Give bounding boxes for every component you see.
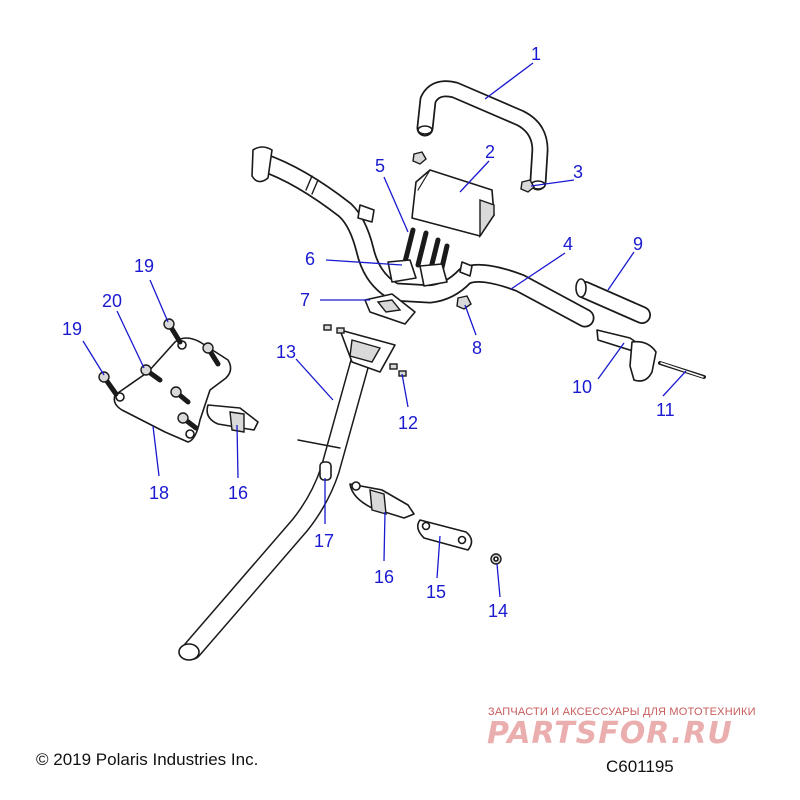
callout-12: 12 — [398, 413, 418, 433]
handlebar-pad — [411, 169, 495, 239]
bushing — [319, 461, 332, 481]
callout-19-top: 19 — [134, 256, 154, 276]
handlebar — [251, 146, 595, 328]
callout-16-right: 16 — [374, 567, 394, 587]
callout-4: 4 — [563, 234, 573, 254]
callout-7: 7 — [300, 290, 310, 310]
leader-lines — [82, 62, 687, 598]
grip — [575, 278, 651, 324]
watermark-logo: PARTSFOR.RU — [487, 716, 733, 751]
callout-17: 17 — [314, 531, 334, 551]
callout-3: 3 — [573, 162, 583, 182]
post-nuts — [323, 324, 407, 377]
throttle — [596, 329, 657, 382]
pin — [658, 361, 706, 379]
copyright-notice: © 2019 Polaris Industries Inc. — [36, 750, 259, 769]
bracket-bolts — [98, 318, 221, 431]
callout-10: 10 — [572, 377, 592, 397]
clamp-block-right — [349, 481, 415, 519]
callout-18: 18 — [149, 483, 169, 503]
lower-clamp — [364, 293, 416, 325]
callout-14: 14 — [488, 601, 508, 621]
washer — [490, 553, 502, 565]
watermark-tagline: ЗАПЧАСТИ И АКСЕССУАРЫ ДЛЯ МОТОТЕХНИКИ — [488, 706, 756, 718]
drawing-code: C601195 — [606, 757, 674, 776]
callout-15: 15 — [426, 582, 446, 602]
callout-labels: 1 2 3 4 5 6 7 8 9 10 11 12 13 14 15 16 1… — [62, 44, 675, 621]
callout-8: 8 — [472, 338, 482, 358]
callout-9: 9 — [633, 234, 643, 254]
clamp-block-left — [206, 404, 259, 433]
callout-13: 13 — [276, 342, 296, 362]
callout-11: 11 — [656, 400, 675, 420]
callout-1: 1 — [531, 44, 541, 64]
callout-16-left: 16 — [228, 483, 248, 503]
upper-clamps — [387, 259, 448, 287]
callout-19-left: 19 — [62, 319, 82, 339]
nut-8 — [456, 295, 472, 310]
nut-3 — [520, 179, 535, 193]
strap-plate — [416, 519, 473, 551]
callout-20: 20 — [102, 291, 122, 311]
callout-5: 5 — [375, 156, 385, 176]
nut-upper-left — [412, 151, 427, 165]
callout-2: 2 — [485, 142, 495, 162]
callout-6: 6 — [305, 249, 315, 269]
grab-bar — [416, 80, 549, 191]
